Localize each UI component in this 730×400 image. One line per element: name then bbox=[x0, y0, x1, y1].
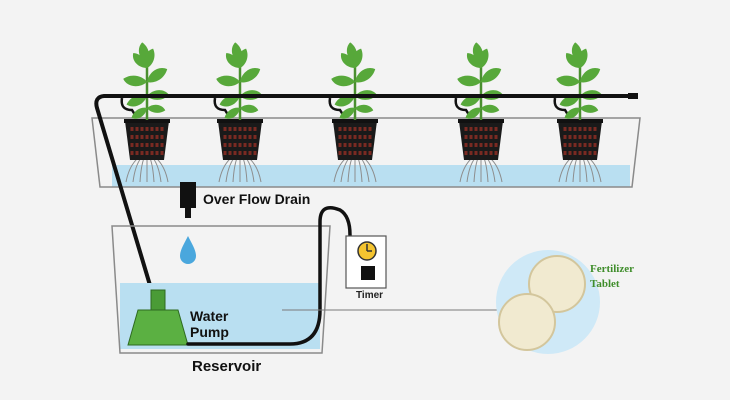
fertilizer-label-line2: Tablet bbox=[590, 278, 620, 290]
tray-outline bbox=[91, 117, 641, 188]
plant-row bbox=[120, 42, 603, 183]
drain-pipe bbox=[180, 182, 196, 208]
timer-icon bbox=[345, 235, 387, 289]
tube-end-cap bbox=[628, 93, 638, 99]
grow-tray bbox=[91, 117, 641, 188]
plant-icon bbox=[454, 42, 504, 183]
feed-tube bbox=[94, 93, 638, 314]
overflow-drain-label: Over Flow Drain bbox=[203, 191, 311, 207]
net-pot-icon bbox=[124, 119, 170, 160]
water-pump-label-line1: Water bbox=[190, 308, 229, 324]
fertilizer-tablet-icon bbox=[496, 250, 600, 354]
net-pot-icon bbox=[557, 119, 603, 160]
overflow-drain bbox=[180, 182, 196, 264]
reservoir-outline bbox=[111, 225, 331, 354]
plant-icon bbox=[213, 42, 263, 183]
drip-line bbox=[213, 97, 232, 119]
net-pot-icon bbox=[217, 119, 263, 160]
water-pump-label: Water Pump bbox=[190, 308, 229, 340]
timer-plug bbox=[361, 266, 375, 280]
plant-icon bbox=[553, 42, 603, 183]
tray-water bbox=[112, 165, 630, 187]
net-pot-icon bbox=[458, 119, 504, 160]
plant-icon bbox=[120, 42, 170, 183]
plant-icon bbox=[328, 42, 378, 183]
net-pot-icon bbox=[332, 119, 378, 160]
fertilizer-label-line1: Fertilizer bbox=[590, 263, 634, 275]
power-cord bbox=[186, 206, 352, 346]
fertilizer-tablet-label: Fertilizer Tablet bbox=[590, 262, 634, 292]
drip-line bbox=[328, 97, 347, 119]
supply-line bbox=[94, 94, 632, 314]
reservoir-label: Reservoir bbox=[192, 358, 262, 375]
water-drop-icon bbox=[180, 236, 196, 264]
drain-outlet bbox=[185, 208, 191, 218]
drip-line bbox=[454, 97, 473, 119]
drip-line bbox=[553, 97, 572, 119]
timer-label: Timer bbox=[356, 290, 384, 301]
water-pump-label-line2: Pump bbox=[190, 324, 229, 340]
plant-leaves bbox=[556, 42, 603, 120]
plant-leaves bbox=[123, 42, 170, 120]
drip-line bbox=[120, 97, 139, 119]
water-pump-icon bbox=[127, 289, 189, 346]
tablet-bottom bbox=[498, 293, 556, 351]
plant-leaves bbox=[331, 42, 378, 120]
